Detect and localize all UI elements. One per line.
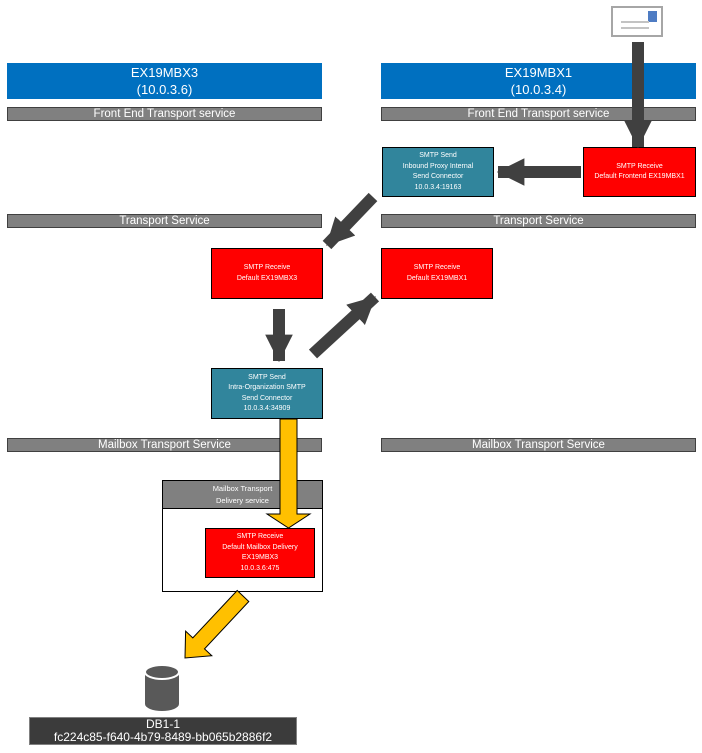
email-address-line bbox=[621, 27, 649, 29]
server-header-ex19mbx1: EX19MBX1 (10.0.3.4) bbox=[381, 63, 696, 99]
database-name: DB1-1 bbox=[145, 716, 180, 731]
smtp-receive-default-ex19mbx3-node: SMTP Receive Default EX19MBX3 bbox=[211, 248, 323, 299]
transport-service-bar-right: Transport Service bbox=[381, 214, 696, 228]
server-ip: (10.0.3.4) bbox=[510, 82, 567, 97]
mailbox-transport-bar-left: Mailbox Transport Service bbox=[7, 438, 322, 452]
smtp-receive-default-frontend-node: SMTP Receive Default Frontend EX19MBX1 bbox=[583, 147, 696, 197]
mailbox-delivery-header: Mailbox Transport Delivery service bbox=[163, 481, 322, 509]
server-name: EX19MBX3 bbox=[130, 65, 199, 80]
front-end-transport-bar-right: Front End Transport service bbox=[381, 107, 696, 121]
email-icon bbox=[611, 6, 663, 37]
smtp-send-intra-org-node: SMTP Send Intra-Organization SMTP Send C… bbox=[211, 368, 323, 419]
server-header-ex19mbx3: EX19MBX3 (10.0.3.6) bbox=[7, 63, 322, 99]
transport-service-bar-left: Transport Service bbox=[7, 214, 322, 228]
database-guid: fc224c85-f640-4b79-8489-bb065b2886f2 bbox=[53, 730, 273, 744]
database-label: DB1-1 fc224c85-f640-4b79-8489-bb065b2886… bbox=[29, 717, 297, 745]
database-cylinder-icon bbox=[144, 664, 180, 711]
arrow-intra-org-to-receive-ex19mbx1 bbox=[308, 292, 380, 359]
server-ip: (10.0.3.6) bbox=[136, 82, 193, 97]
email-address-line bbox=[621, 21, 649, 23]
mailbox-transport-bar-right: Mailbox Transport Service bbox=[381, 438, 696, 452]
smtp-send-inbound-proxy-node: SMTP Send Inbound Proxy Internal Send Co… bbox=[382, 147, 494, 197]
email-stamp-icon bbox=[648, 11, 657, 22]
server-name: EX19MBX1 bbox=[504, 65, 573, 80]
front-end-transport-bar-left: Front End Transport service bbox=[7, 107, 322, 121]
smtp-receive-mailbox-delivery-node: SMTP Receive Default Mailbox Delivery EX… bbox=[205, 528, 315, 578]
smtp-receive-default-ex19mbx1-node: SMTP Receive Default EX19MBX1 bbox=[381, 248, 493, 299]
arrow-mailbox-delivery-to-database bbox=[184, 589, 250, 659]
arrow-inbound-proxy-to-receive-ex19mbx3 bbox=[322, 192, 378, 250]
